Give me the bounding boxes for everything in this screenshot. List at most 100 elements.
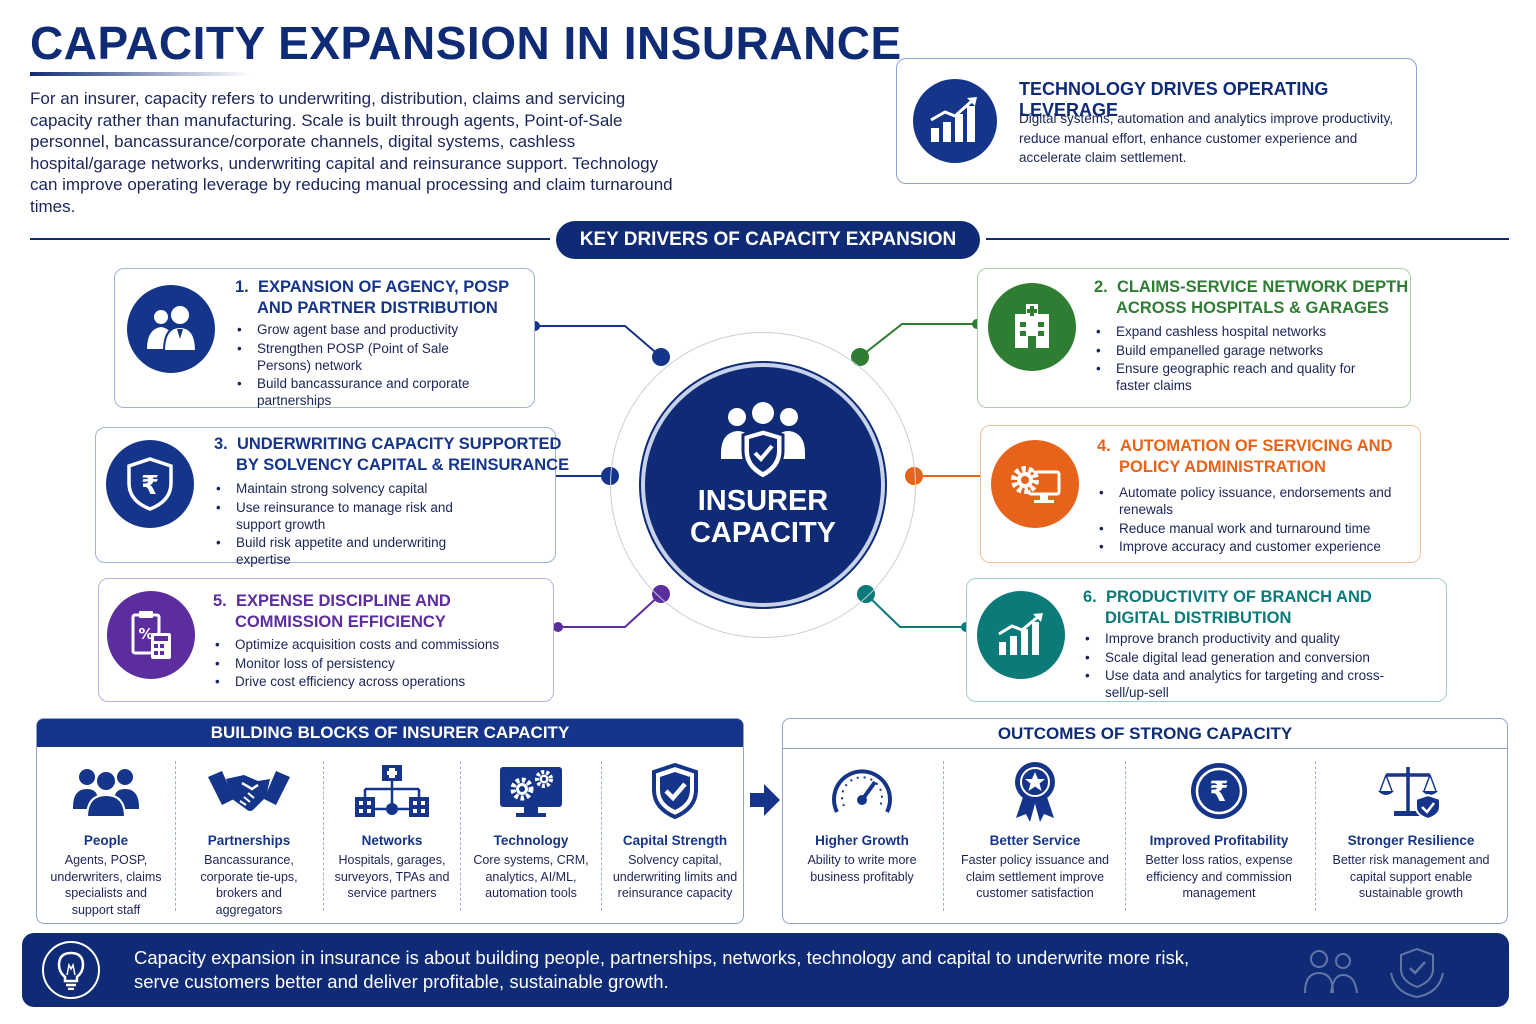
scales-icon xyxy=(1331,759,1491,823)
speedometer-icon xyxy=(797,759,927,823)
driver-bullets-6: Improve branch productivity and quality … xyxy=(1083,630,1403,703)
driver-title-4-line2: POLICY ADMINISTRATION xyxy=(1119,458,1326,476)
block-partnerships: Partnerships Bancassurance, corporate ti… xyxy=(185,759,313,918)
people-shield-icon xyxy=(717,401,809,486)
driver-title-4: 4. AUTOMATION OF SERVICING AND POLICY AD… xyxy=(1097,436,1393,478)
section-divider-right xyxy=(986,238,1509,240)
list-item: Optimize acquisition costs and commissio… xyxy=(213,636,533,653)
driver-card-6: 6. PRODUCTIVITY OF BRANCH AND DIGITAL DI… xyxy=(966,578,1447,702)
block-capital-strength: Capital Strength Solvency capital, under… xyxy=(609,759,741,902)
block-text: Core systems, CRM, analytics, AI/ML, aut… xyxy=(473,853,589,900)
driver-bullets-2: Expand cashless hospital networks Build … xyxy=(1094,323,1384,396)
building-blocks-panel: BUILDING BLOCKS OF INSURER CAPACITY Peop… xyxy=(36,718,744,924)
driver-card-2: 2. CLAIMS-SERVICE NETWORK DEPTH ACROSS H… xyxy=(977,268,1411,408)
shield-check-icon xyxy=(609,759,741,823)
list-item: Build empanelled garage networks xyxy=(1094,342,1384,359)
award-icon xyxy=(959,759,1111,823)
calculator-icon: % xyxy=(107,591,195,679)
driver-title-6-line1: PRODUCTIVITY OF BRANCH AND xyxy=(1105,588,1372,606)
list-item: Drive cost efficiency across operations xyxy=(213,673,533,690)
list-item: Scale digital lead generation and conver… xyxy=(1083,649,1403,666)
people-hands-shield-icon xyxy=(1299,943,1449,1006)
driver-num-2: 2. xyxy=(1094,278,1108,296)
outcome-divider xyxy=(1315,761,1316,911)
block-title: Technology xyxy=(493,833,569,848)
outcomes-panel: OUTCOMES OF STRONG CAPACITY Higher Growt… xyxy=(782,718,1508,924)
driver-bullets-5: Optimize acquisition costs and commissio… xyxy=(213,636,533,692)
driver-title-5: 5. EXPENSE DISCIPLINE AND COMMISSION EFF… xyxy=(213,591,451,633)
block-title: Networks xyxy=(361,833,423,848)
list-item: Strengthen POSP (Point of Sale Persons) … xyxy=(235,340,495,374)
list-item: Maintain strong solvency capital xyxy=(214,480,474,497)
driver-num-5: 5. xyxy=(213,592,227,610)
list-item: Use reinsurance to manage risk and suppo… xyxy=(214,499,474,533)
block-technology: Technology Core systems, CRM, analytics,… xyxy=(465,759,597,902)
footer-banner: Capacity expansion in insurance is about… xyxy=(22,933,1509,1007)
driver-title-3: 3. UNDERWRITING CAPACITY SUPPORTED BY SO… xyxy=(214,434,569,476)
outcome-stronger-resilience: Stronger Resilience Better risk manageme… xyxy=(1331,759,1491,902)
growth-chart-icon xyxy=(977,591,1065,679)
svg-text:₹: ₹ xyxy=(1209,775,1228,808)
driver-title-3-line2: BY SOLVENCY CAPITAL & REINSURANCE xyxy=(236,456,570,474)
agents-icon xyxy=(127,285,215,373)
driver-num-6: 6. xyxy=(1083,588,1097,606)
outcome-higher-growth: Higher Growth Ability to write more busi… xyxy=(797,759,927,885)
lightbulb-icon xyxy=(42,941,100,999)
block-text: Bancassurance, corporate tie-ups, broker… xyxy=(200,853,298,917)
list-item: Build bancassurance and corporate partne… xyxy=(235,375,495,409)
block-title: People xyxy=(83,833,129,848)
list-item: Monitor loss of persistency xyxy=(213,655,533,672)
block-text: Solvency capital, underwriting limits an… xyxy=(612,853,738,900)
driver-title-5-line1: EXPENSE DISCIPLINE AND xyxy=(235,592,451,610)
building-blocks-title: BUILDING BLOCKS OF INSURER CAPACITY xyxy=(37,719,743,747)
block-divider xyxy=(601,761,602,911)
driver-bullets-3: Maintain strong solvency capital Use rei… xyxy=(214,480,474,570)
driver-title-6-line2: DIGITAL DISTRIBUTION xyxy=(1105,609,1292,627)
center-ring xyxy=(610,332,916,638)
block-text: Agents, POSP, underwriters, claims speci… xyxy=(50,853,162,917)
section-divider-left xyxy=(30,238,550,240)
footer-text: Capacity expansion in insurance is about… xyxy=(134,947,1190,992)
intro-text: For an insurer, capacity refers to under… xyxy=(30,89,673,216)
list-item: Build risk appetite and underwriting exp… xyxy=(214,534,474,568)
driver-card-1: 1. EXPANSION OF AGENCY, POSP AND PARTNER… xyxy=(114,268,535,408)
outcome-text: Better risk management and capital suppo… xyxy=(1332,853,1490,900)
block-divider xyxy=(175,761,176,911)
list-item: Improve accuracy and customer experience xyxy=(1097,538,1407,555)
arrow-right-icon xyxy=(750,784,780,816)
list-item: Expand cashless hospital networks xyxy=(1094,323,1384,340)
handshake-icon xyxy=(185,759,313,823)
insurer-capacity-hub xyxy=(641,363,885,607)
outcome-text: Faster policy issuance and claim settlem… xyxy=(961,853,1109,900)
outcome-title: Improved Profitability xyxy=(1149,833,1289,848)
insurer-capacity-label: INSURER CAPACITY xyxy=(641,485,885,549)
block-networks: Networks Hospitals, garages, surveyors, … xyxy=(331,759,453,902)
rupee-shield-icon: ₹ xyxy=(106,440,194,528)
outcome-text: Ability to write more business profitabl… xyxy=(807,853,917,884)
driver-title-2-line1: CLAIMS-SERVICE NETWORK DEPTH xyxy=(1116,278,1409,296)
block-people: People Agents, POSP, underwriters, claim… xyxy=(47,759,165,918)
network-icon xyxy=(331,759,453,823)
list-item: Grow agent base and productivity xyxy=(235,321,495,338)
outcome-better-service: Better Service Faster policy issuance an… xyxy=(959,759,1111,902)
block-text: Hospitals, garages, surveyors, TPAs and … xyxy=(334,853,450,900)
technology-leverage-title: TECHNOLOGY DRIVES OPERATING LEVERAGE xyxy=(1019,79,1329,120)
driver-title-1-line1: EXPANSION OF AGENCY, POSP xyxy=(257,278,510,296)
growth-chart-icon xyxy=(913,79,997,163)
technology-leverage-text: Digital systems, automation and analytic… xyxy=(1019,111,1394,165)
driver-title-5-line2: COMMISSION EFFICIENCY xyxy=(235,613,446,631)
driver-card-4: 4. AUTOMATION OF SERVICING AND POLICY AD… xyxy=(980,425,1421,563)
driver-card-3: ₹ 3. UNDERWRITING CAPACITY SUPPORTED BY … xyxy=(95,427,569,567)
driver-title-6: 6. PRODUCTIVITY OF BRANCH AND DIGITAL DI… xyxy=(1083,587,1372,629)
driver-title-2-line2: ACROSS HOSPITALS & GARAGES xyxy=(1116,299,1389,317)
outcome-title: Higher Growth xyxy=(815,833,909,848)
outcome-title: Better Service xyxy=(989,833,1081,848)
driver-title-1: 1. EXPANSION OF AGENCY, POSP AND PARTNER… xyxy=(235,277,509,319)
svg-text:₹: ₹ xyxy=(141,471,159,501)
list-item: Reduce manual work and turnaround time xyxy=(1097,520,1407,537)
driver-card-5: % 5. EXPENSE DISCIPLINE AND COMMISSION E… xyxy=(98,578,554,702)
monitor-gears-icon xyxy=(465,759,597,823)
driver-title-1-line2: AND PARTNER DISTRIBUTION xyxy=(257,299,498,317)
hospital-icon xyxy=(988,283,1076,371)
list-item: Improve branch productivity and quality xyxy=(1083,630,1403,647)
